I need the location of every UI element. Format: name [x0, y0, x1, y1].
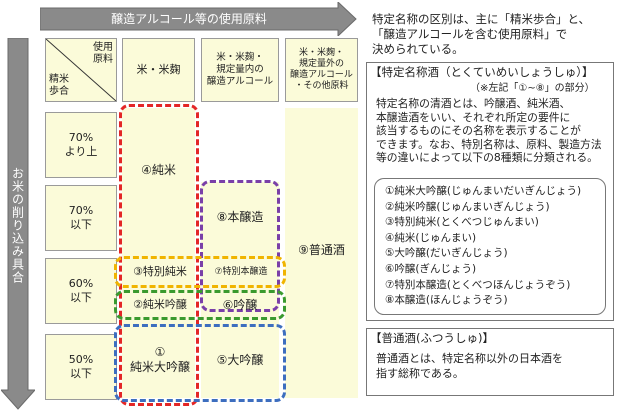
- category-list-item: ③特別純米(とくべつじゅんまい): [385, 216, 539, 229]
- cat-honjozo: ⑧本醸造: [216, 210, 264, 224]
- cat-ginjo: ⑥吟醸: [222, 298, 258, 312]
- row-label-50-below: 50% 以下: [45, 334, 117, 400]
- cat-futsushu: ⑨普通酒: [298, 243, 345, 257]
- ginjo-outline: [114, 290, 286, 320]
- cat-junmai-ginjo: ②純米吟醸: [133, 298, 187, 311]
- row-label-over-70: 70% より上: [45, 112, 117, 178]
- col-header-alcohol-exceed: 米・米麹・ 規定量外の 醸造アルコール ・その他原料: [285, 38, 358, 102]
- corner-header: 使用 原料 精米 歩合: [45, 38, 117, 102]
- category-list-item: ②純米吟醸(じゅんまいぎんじょう): [385, 200, 550, 213]
- category-list-item: ⑦特別本醸造(とくべつほんじょうぞう): [385, 278, 571, 291]
- futsu-body: 普通酒とは、特定名称以外の日本酒を 指す総称である。: [376, 352, 563, 380]
- cat-tokubetsu-honjozo: ⑦特別本醸造: [214, 267, 268, 277]
- category-list-item: ①純米大吟醸(じゅんまいだいぎんじょう): [385, 185, 582, 197]
- row-label-70-below: 70% 以下: [45, 185, 117, 251]
- tokutei-body: 特定名称の清酒とは、吟醸酒、純米酒、 本醸造酒をいい、それぞれ所定の要件に 該当…: [376, 97, 602, 165]
- cat-junmai-daiginjo: ① 純米大吟醸: [129, 345, 190, 374]
- futsu-box: [366, 328, 614, 396]
- corner-raw-material-label: 使用 原料: [93, 42, 113, 65]
- tokutei-note: （※左記「①~⑧」の部分）: [470, 83, 595, 94]
- corner-diagonal: [46, 39, 116, 101]
- col-header-alcohol-within: 米・米麹・ 規定量内の 醸造アルコール: [201, 38, 279, 102]
- row-label-60-below: 60% 以下: [45, 258, 117, 324]
- junmai-outline: [119, 104, 199, 406]
- futsu-title: 【普通酒(ふつうしゅ)】: [370, 331, 494, 345]
- cat-tokubetsu-junmai: ③特別純米: [133, 265, 187, 278]
- polishing-arrow-label: お米の削り込み具合: [10, 166, 25, 284]
- daiginjo-outline: [114, 324, 286, 402]
- category-list-box: ①純米大吟醸(じゅんまいだいぎんじょう) ②純米吟醸(じゅんまいぎんじょう) ③…: [374, 178, 606, 315]
- cat-junmai: ④純米: [141, 163, 176, 177]
- intro-text: 特定名称の区別は、主に「精米歩合」と、 「醸造アルコールを含む使用原料」で 決め…: [372, 12, 591, 56]
- cat-daiginjo: ⑤大吟醸: [216, 353, 264, 367]
- category-list-item: ⑧本醸造(ほんじょうぞう): [385, 294, 508, 307]
- category-list-item: ⑥吟醸(ぎんじょう): [385, 262, 477, 275]
- corner-polishing-label: 精米 歩合: [49, 74, 69, 97]
- category-list-item: ④純米(じゅんまい): [385, 231, 477, 244]
- col-alcohol-exceed-area: [285, 108, 358, 398]
- col-rice-koji-area: [122, 108, 195, 398]
- category-list: ①純米大吟醸(じゅんまいだいぎんじょう) ②純米吟醸(じゅんまいぎんじょう) ③…: [385, 184, 605, 309]
- col-header-rice-koji: 米・米麹: [122, 38, 195, 102]
- tokubetsu-outline: [114, 256, 286, 288]
- polishing-arrow: [1, 38, 35, 410]
- category-list-item: ⑤大吟醸(だいぎんじょう): [385, 247, 508, 260]
- tokutei-title: 【特定名称酒（とくていめいしょうしゅ）】: [370, 65, 594, 79]
- honjozo-outline: [200, 180, 280, 312]
- raw-material-arrow-label: 醸造アルコール等の使用原料: [111, 11, 267, 26]
- raw-material-arrow: [40, 2, 357, 36]
